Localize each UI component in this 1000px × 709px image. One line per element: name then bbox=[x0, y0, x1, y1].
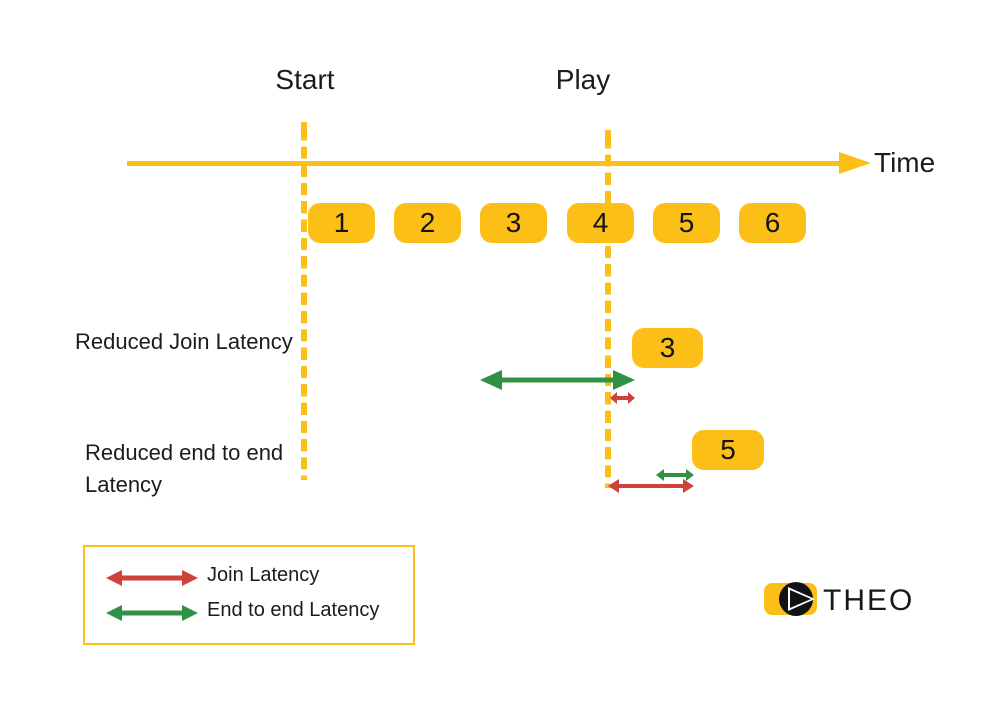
segment-box-1: 1 bbox=[308, 203, 375, 243]
play-ruler-ticks bbox=[596, 136, 621, 488]
start-label: Start bbox=[275, 64, 335, 95]
legend-join-latency-label: Join Latency bbox=[207, 564, 320, 586]
start-tick-ruler bbox=[292, 122, 317, 480]
play-tick-ruler bbox=[596, 130, 621, 488]
arrow-shaft bbox=[122, 575, 182, 580]
segment-box-6: 6 bbox=[739, 203, 806, 243]
arrow-shaft bbox=[122, 610, 182, 615]
reduced-end-to-end-segment-box: 5 bbox=[692, 430, 764, 470]
segment-box-3: 3 bbox=[480, 203, 547, 243]
join-latency-arrow-row2 bbox=[610, 391, 635, 404]
legend-end-to-end-latency-label: End to end Latency bbox=[207, 599, 380, 621]
legend-box bbox=[83, 545, 415, 645]
start-ruler-ticks bbox=[292, 128, 317, 480]
time-axis-line bbox=[127, 161, 839, 166]
legend-end-to-end-latency-arrow bbox=[106, 604, 198, 621]
reduced-end-to-end-latency-label: Reduced end to end Latency bbox=[85, 440, 284, 497]
reduced-join-latency-label: Reduced Join Latency bbox=[75, 329, 293, 354]
reduced-join-segment-box: 3 bbox=[632, 328, 703, 368]
legend-join-latency-arrow bbox=[106, 569, 198, 586]
arrow-shaft bbox=[664, 472, 686, 477]
play-label: Play bbox=[555, 64, 611, 95]
time-axis-arrowhead-icon bbox=[839, 152, 871, 174]
arrow-shaft bbox=[502, 377, 613, 383]
end-to-end-latency-arrow-row3 bbox=[656, 468, 694, 481]
segment-box-5: 5 bbox=[653, 203, 720, 243]
arrow-shaft bbox=[619, 483, 683, 488]
arrow-shaft bbox=[617, 395, 628, 400]
segment-box-2: 2 bbox=[394, 203, 461, 243]
play-icon-fill bbox=[790, 590, 811, 608]
end-to-end-latency-arrow-row2 bbox=[480, 369, 635, 391]
segment-box-4: 4 bbox=[567, 203, 634, 243]
time-axis-label: Time bbox=[874, 147, 936, 178]
theo-logo-text: THEO bbox=[823, 584, 915, 617]
join-latency-arrow-row3 bbox=[608, 478, 694, 493]
